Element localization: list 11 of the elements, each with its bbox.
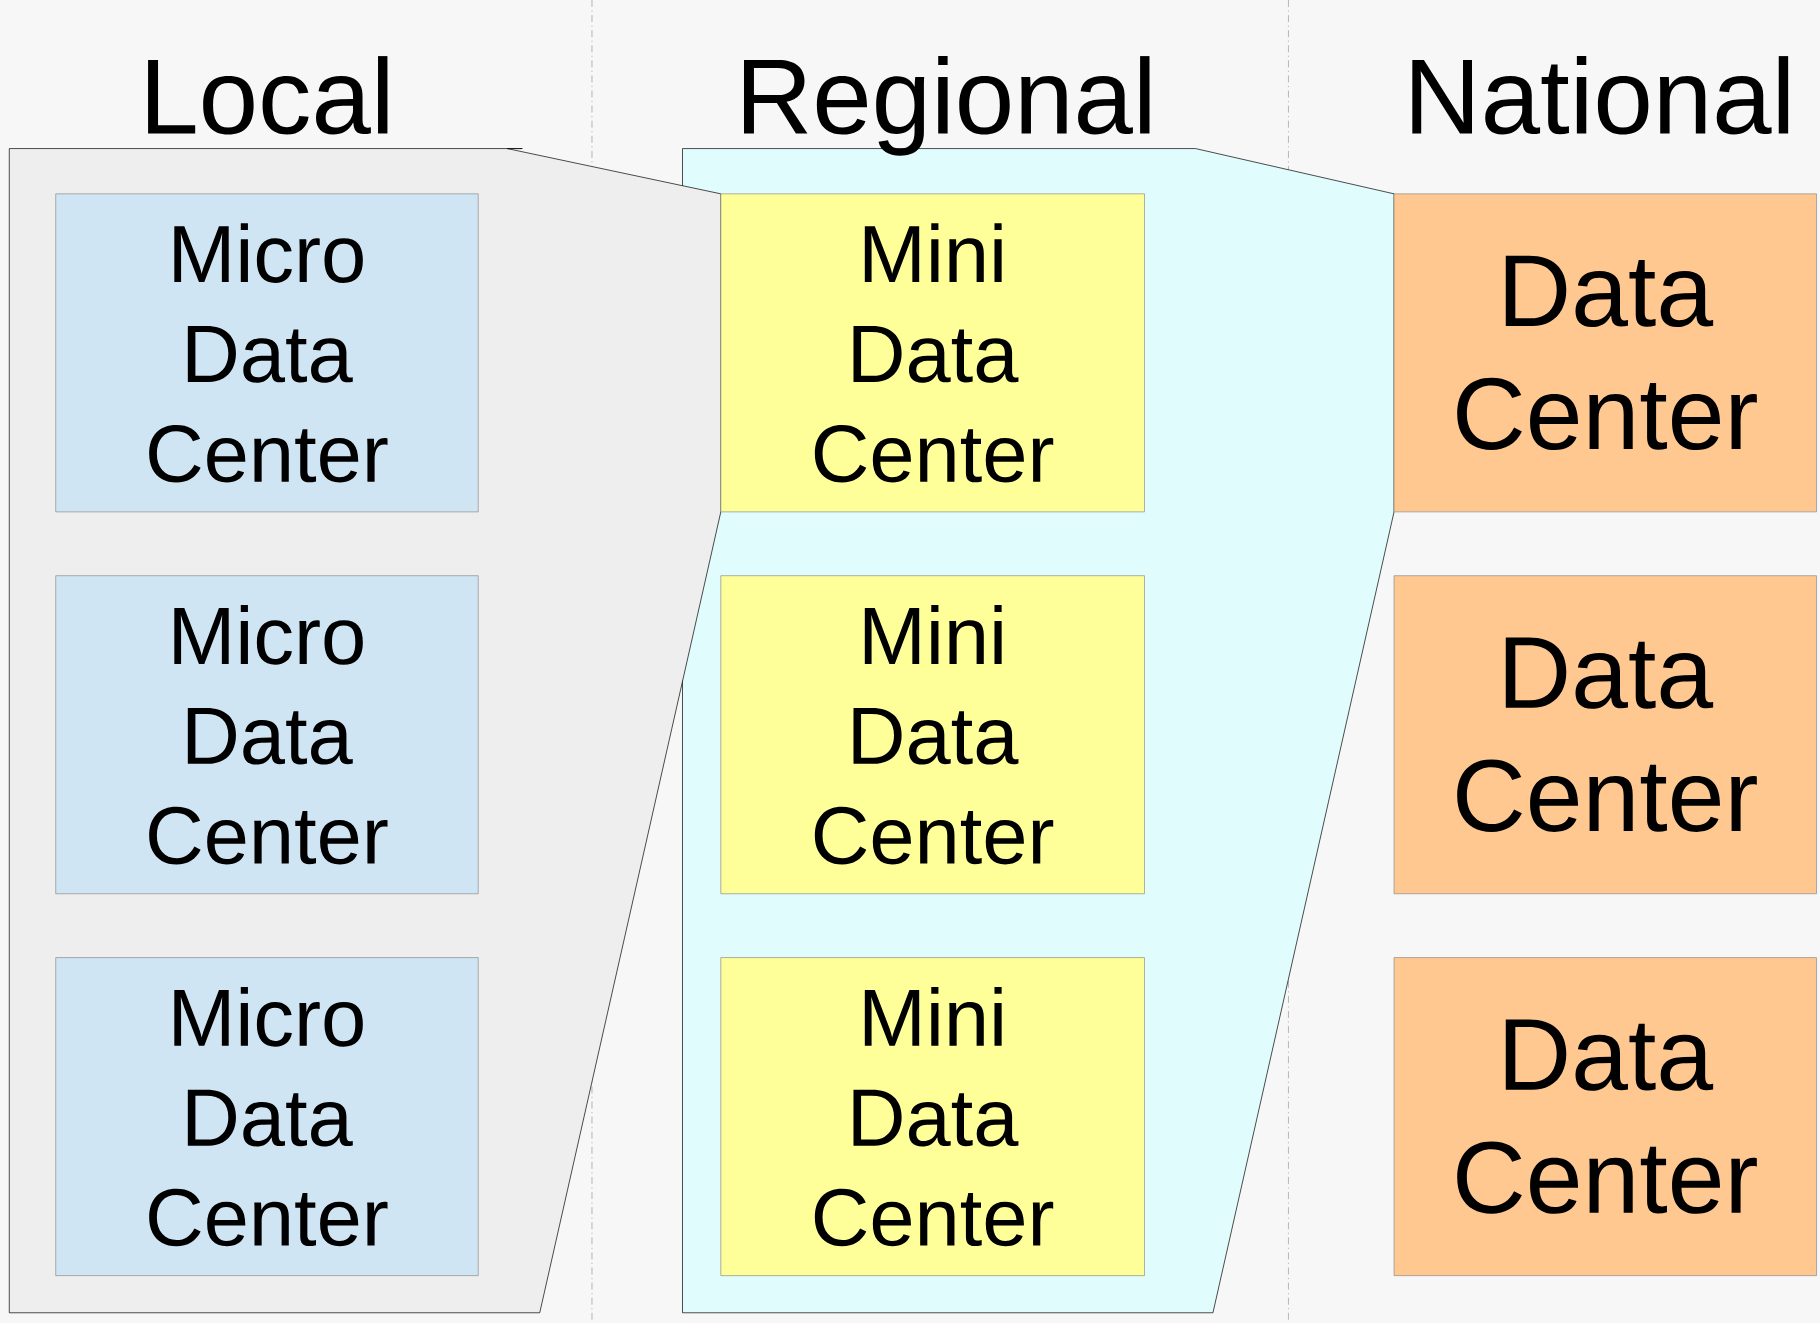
data-center-box: Data Center: [1393, 957, 1817, 1276]
data-center-box: Data Center: [1393, 193, 1817, 513]
mini-data-center-box: Mini Data Center: [720, 575, 1145, 894]
column-heading: National: [1412, 56, 1789, 135]
mini-data-center-box: Mini Data Center: [720, 193, 1145, 513]
data-center-box: Data Center: [1393, 575, 1817, 894]
micro-data-center-box: Micro Data Center: [55, 575, 479, 894]
micro-data-center-box: Micro Data Center: [55, 957, 479, 1276]
micro-data-center-box: Micro Data Center: [55, 193, 479, 513]
mini-data-center-box: Mini Data Center: [720, 957, 1145, 1276]
column-heading: Regional: [744, 56, 1150, 156]
